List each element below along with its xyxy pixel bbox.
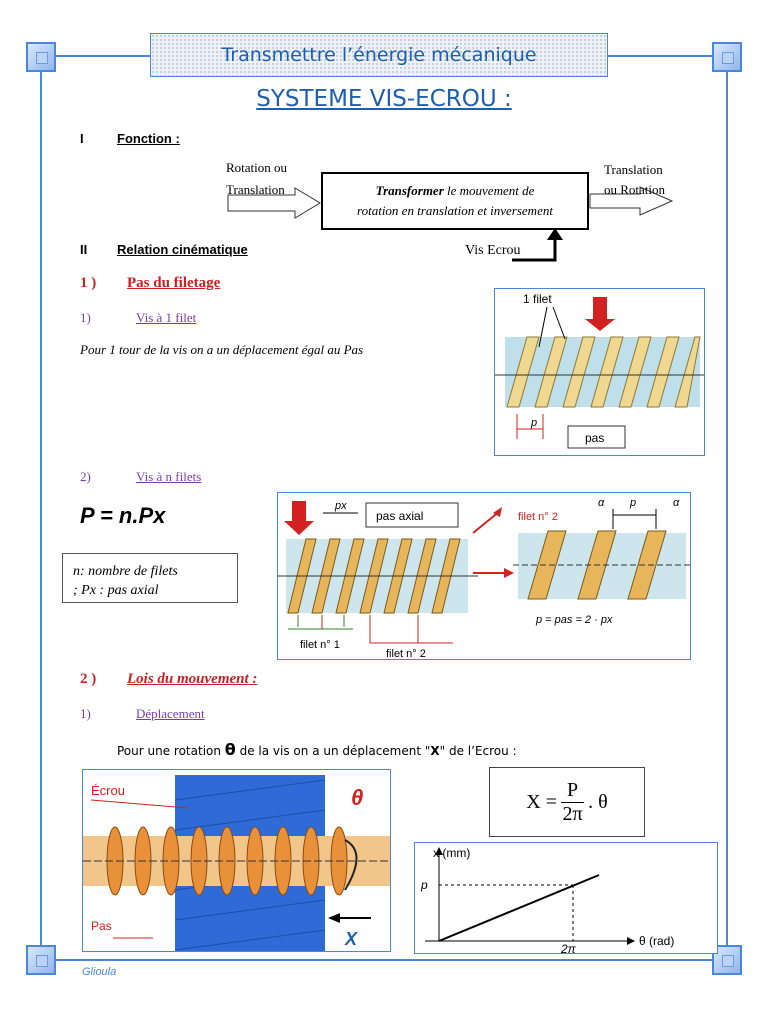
sub-1a-number: 1) (80, 310, 91, 325)
sub-2a-number: 1) (80, 706, 91, 721)
figure-multi-thread: px pas axial filet n° 1 filet n° 2 filet… (277, 492, 691, 660)
header-title: Transmettre l’énergie mécanique (221, 44, 537, 66)
displacement-sentence: Pour une rotation θ de la vis on a un dé… (117, 740, 517, 759)
x-axis-label: θ (rad) (639, 934, 674, 948)
header-banner: Transmettre l’énergie mécanique (150, 33, 608, 77)
corner-top-right (712, 42, 742, 72)
label-px: px (334, 500, 347, 512)
label-pitch-formula: p = pas = 2 · px (535, 614, 613, 626)
page-title: SYSTEME VIS-ECROU : (256, 86, 512, 112)
pitch-formula: P = n.Px (80, 503, 166, 528)
section-2-number: II (80, 242, 88, 257)
sub-2-heading: Lois du mouvement : (127, 671, 258, 687)
single-thread-drawing: 1 filet p pas (495, 292, 704, 449)
sub-1a-heading: Vis à 1 filet (136, 310, 197, 325)
function-box: Transformer le mouvement de rotation en … (321, 172, 589, 230)
series-line (438, 874, 600, 942)
footer-author: Glioula (82, 966, 117, 978)
label-pas: Pas (91, 919, 112, 933)
multi-thread-drawing: px pas axial filet n° 1 filet n° 2 filet… (278, 497, 690, 660)
corner-bottom-right (712, 945, 742, 975)
label-p: p (530, 417, 537, 429)
frame-right (726, 70, 728, 955)
legend-box: n: nombre de filets ; Px : pas axial (62, 553, 238, 603)
y-tick-p: p (420, 878, 428, 892)
sub-1-heading: Pas du filetage (127, 275, 221, 291)
displacement-graph: x (mm) θ (rad) p 2π (414, 842, 718, 954)
corner-top-left (26, 42, 56, 72)
sub-1b-number: 2) (80, 469, 91, 484)
figure-screw-nut: Écrou θ Pas X (82, 769, 391, 952)
x-tick-2pi: 2π (560, 942, 577, 954)
sub-1-number: 1 ) (80, 275, 97, 291)
frame-top-right (608, 55, 728, 57)
label-alpha-right: α (673, 497, 680, 509)
label-one-thread: 1 filet (523, 292, 552, 306)
input-label: Rotation ou Translation (226, 160, 288, 197)
sub-2a-heading: Déplacement (136, 706, 205, 721)
frame-bottom (55, 959, 728, 961)
sub-2-number: 2 ) (80, 671, 97, 687)
displacement-formula: X = P 2π . θ (489, 767, 645, 837)
label-alpha-left: α (598, 497, 605, 509)
sub-1b-heading: Vis à n filets (136, 469, 202, 484)
label-filet-2-bottom: filet n° 2 (386, 648, 426, 660)
label-ecrou: Écrou (91, 783, 125, 798)
corner-bottom-left (26, 945, 56, 975)
y-axis-label: x (mm) (433, 846, 470, 860)
section-1-number: I (80, 131, 84, 146)
label-pas-axial: pas axial (376, 509, 423, 523)
section-1-heading: Fonction : (117, 131, 180, 146)
label-p-top: p (629, 497, 636, 509)
label-pas: pas (585, 431, 604, 445)
section-2-heading: Relation cinématique (117, 242, 248, 257)
single-thread-text: Pour 1 tour de la vis on a un déplacemen… (80, 342, 364, 357)
frame-left (40, 70, 42, 955)
screw-nut-drawing: Écrou θ Pas X (83, 775, 390, 951)
graph-svg: x (mm) θ (rad) p 2π (420, 846, 674, 954)
support-label: Vis Ecrou (465, 243, 521, 258)
output-label: Translation ou Rotation (604, 162, 666, 197)
label-filet-1: filet n° 1 (300, 639, 340, 651)
label-x: X (344, 929, 358, 949)
label-filet-2-top: filet n° 2 (518, 511, 558, 523)
figure-single-thread: 1 filet p pas (494, 288, 705, 456)
frame-top-left (55, 55, 150, 57)
function-arrows (227, 186, 674, 262)
label-theta: θ (351, 785, 363, 810)
